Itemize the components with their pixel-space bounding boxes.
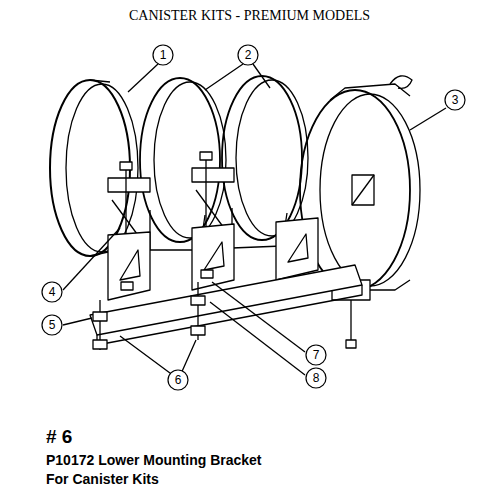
callout-number: 7 [305,344,327,366]
callout-text: 7 [305,344,327,366]
callout-text: 1 [152,44,174,66]
callout-number: 2 [237,44,259,66]
callout-text: 6 [167,369,189,391]
callout-text: 4 [41,281,63,303]
part-name: P10172 Lower Mounting Bracket [46,452,262,468]
figure-number: # 6 [46,426,72,448]
callout-text: 8 [305,367,327,389]
part-note: For Canister Kits [46,471,159,487]
callout-number: 3 [444,89,466,111]
callout-text: 3 [444,89,466,111]
callout-number: 4 [41,281,63,303]
callout-number: 5 [41,314,63,336]
callout-number: 1 [152,44,174,66]
diagram-title: CANISTER KITS - PREMIUM MODELS [129,8,370,24]
callout-number: 6 [167,369,189,391]
callout-number: 8 [305,367,327,389]
callout-text: 5 [41,314,63,336]
callout-text: 2 [237,44,259,66]
